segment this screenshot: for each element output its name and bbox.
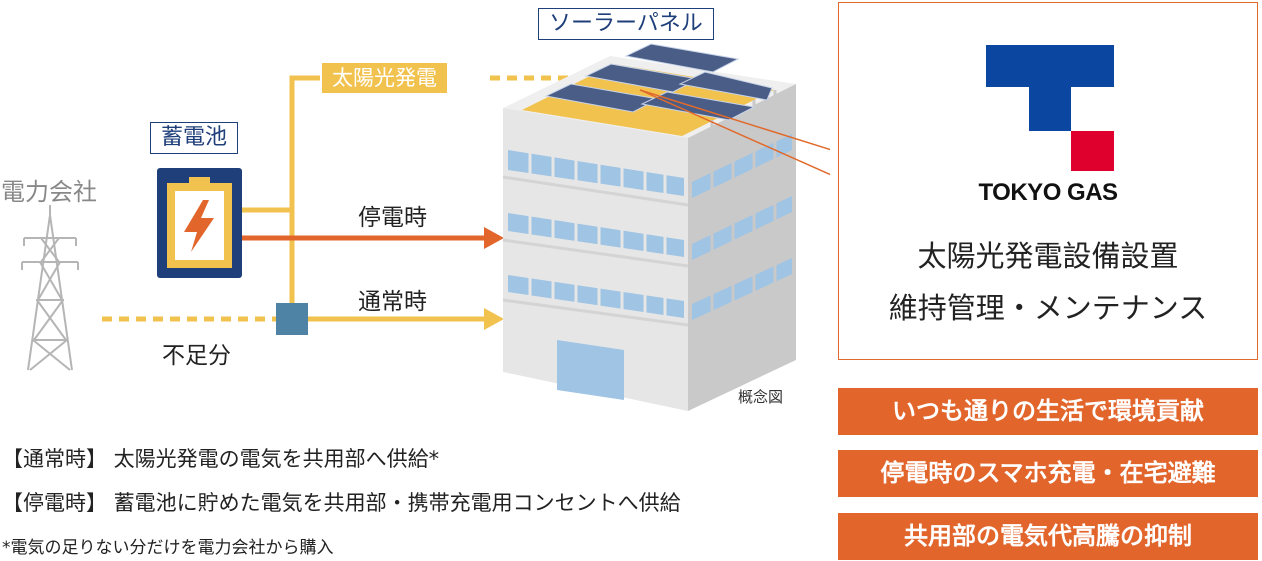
- note-outage: 【停電時】 蓄電池に貯めた電気を共用部・携帯充電用コンセントへ供給: [2, 491, 681, 515]
- tokyo-gas-name: TOKYO GAS: [978, 179, 1118, 206]
- tokyo-gas-logo: [986, 45, 1114, 171]
- system-diagram: [21, 43, 830, 411]
- shortage-label: 不足分: [162, 343, 231, 369]
- outage-label: 停電時: [358, 205, 427, 231]
- power-tower-icon: [21, 205, 79, 371]
- concept-label: 概念図: [738, 388, 784, 406]
- note-shortage: *電気の足りない分だけを電力会社から購入: [2, 538, 334, 558]
- benefit-outage-charging: 停電時のスマホ充電・在宅避難: [838, 450, 1258, 497]
- note-normal: 【通常時】 太陽光発電の電気を共用部へ供給*: [2, 447, 440, 471]
- tokyo-gas-service-line1: 太陽光発電設備設置: [917, 239, 1179, 273]
- tokyo-gas-box: TOKYO GAS 太陽光発電設備設置 維持管理・メンテナンス: [838, 2, 1258, 360]
- benefit-environment: いつも通りの生活で環境貢献: [838, 388, 1258, 435]
- solar-panel-label: ソーラーパネル: [538, 8, 714, 40]
- battery-label: 蓄電池: [150, 122, 239, 154]
- callout-lines: [639, 89, 830, 176]
- power-lines: [102, 75, 580, 330]
- solar-power-label: 太陽光発電: [322, 63, 447, 93]
- junction-box: [276, 303, 308, 335]
- power-company-label: 電力会社: [1, 178, 97, 206]
- tokyo-gas-service-line2: 維持管理・メンテナンス: [888, 291, 1208, 325]
- battery-icon: [157, 168, 242, 278]
- benefit-cost-control: 共用部の電気代高騰の抑制: [838, 513, 1258, 560]
- building-illustration: [502, 43, 796, 411]
- normal-label: 通常時: [358, 289, 427, 315]
